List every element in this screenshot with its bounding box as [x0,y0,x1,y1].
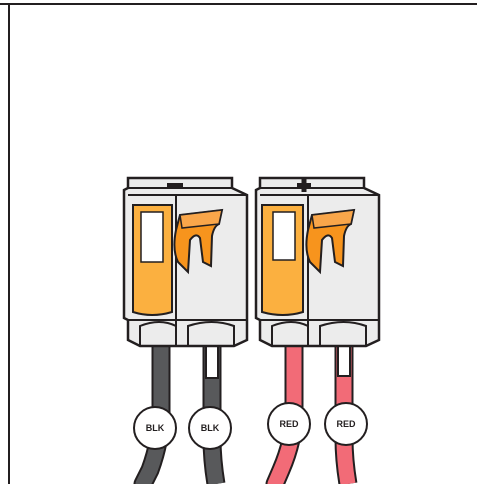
plus-symbol [297,179,311,192]
wire-label-blk-2-text: BLK [201,423,220,433]
wire-label-blk-1-text: BLK [146,423,165,433]
wire-label-red-2-text: RED [336,419,356,429]
wire-label-red-1: RED [267,402,311,446]
wire-label-red-2: RED [324,402,368,446]
minus-symbol [167,183,183,189]
wire-label-blk-1: BLK [133,406,177,450]
wire-label-red-1-text: RED [279,419,299,429]
wire-label-blk-2: BLK [188,406,232,450]
